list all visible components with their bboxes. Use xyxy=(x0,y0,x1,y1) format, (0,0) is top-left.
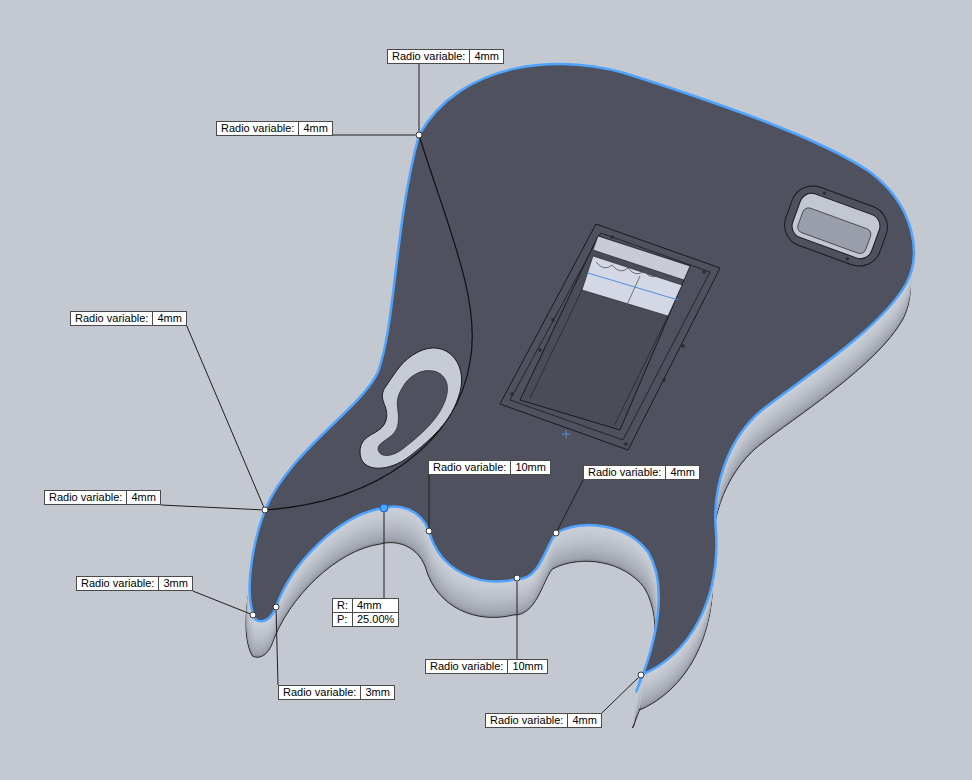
callout-label: Radio variable: xyxy=(426,660,507,673)
radius-callout: Radio variable:4mm xyxy=(44,490,161,505)
radius-callout: Radio variable:4mm xyxy=(387,49,504,64)
radius-callout: Radio variable:10mm xyxy=(428,460,551,475)
leader-line xyxy=(193,591,250,614)
callout-label: Radio variable: xyxy=(71,312,152,325)
radius-callout: Radio variable:10mm xyxy=(425,659,548,674)
callout-label: Radio variable: xyxy=(486,714,567,727)
control-cavity xyxy=(360,348,462,468)
radius-callout: Radio variable:4mm xyxy=(216,121,333,136)
callout-value: 4mm xyxy=(298,122,331,135)
callout-value: 4mm xyxy=(126,491,159,504)
leader-line xyxy=(419,64,420,132)
leader-line xyxy=(187,326,264,507)
callout-value: 4mm xyxy=(152,312,185,325)
callout-value: 25.00% xyxy=(352,612,398,626)
leader-line xyxy=(161,505,262,510)
callout-label: Radio variable: xyxy=(388,50,469,63)
callout-label: Radio variable: xyxy=(217,122,298,135)
leader-lines xyxy=(161,64,639,713)
callout-value: 10mm xyxy=(507,660,547,673)
tremolo-cavity xyxy=(500,224,720,450)
callout-label: Radio variable: xyxy=(45,491,126,504)
fillet-boundary xyxy=(265,135,472,510)
callout-value: 4mm xyxy=(469,50,502,63)
radius-callout: Radio variable:4mm xyxy=(485,713,602,728)
callout-value: 3mm xyxy=(158,577,191,590)
leader-line xyxy=(558,480,583,530)
callout-label: Radio variable: xyxy=(584,466,665,479)
radius-callout: Radio variable:3mm xyxy=(278,685,395,700)
callout-value: 4mm xyxy=(567,714,600,727)
callout-value: 3mm xyxy=(360,686,393,699)
callout-label: R: xyxy=(333,599,352,612)
callout-label: Radio variable: xyxy=(279,686,360,699)
radius-points xyxy=(250,132,644,678)
leader-line xyxy=(333,135,416,136)
leader-line xyxy=(276,610,278,685)
radius-callout: Radio variable:4mm xyxy=(583,465,700,480)
leader-line xyxy=(602,677,639,713)
body-top-face xyxy=(250,64,914,692)
callout-value: 4mm xyxy=(352,599,398,612)
callout-label: Radio variable: xyxy=(429,461,510,474)
radius-callout: Radio variable:4mm xyxy=(70,311,187,326)
radius-callout: Radio variable:3mm xyxy=(76,576,193,591)
leader-line xyxy=(429,475,430,528)
callout-value: 4mm xyxy=(665,466,698,479)
leader-line xyxy=(384,512,385,599)
radius-callout: R:4mmP:25.00% xyxy=(332,598,399,627)
leader-line xyxy=(517,582,518,660)
callout-value: 10mm xyxy=(510,461,550,474)
origin-marker xyxy=(562,430,570,438)
jack-cavity xyxy=(778,180,893,272)
callout-label: Radio variable: xyxy=(77,577,158,590)
callout-label: P: xyxy=(333,612,352,626)
